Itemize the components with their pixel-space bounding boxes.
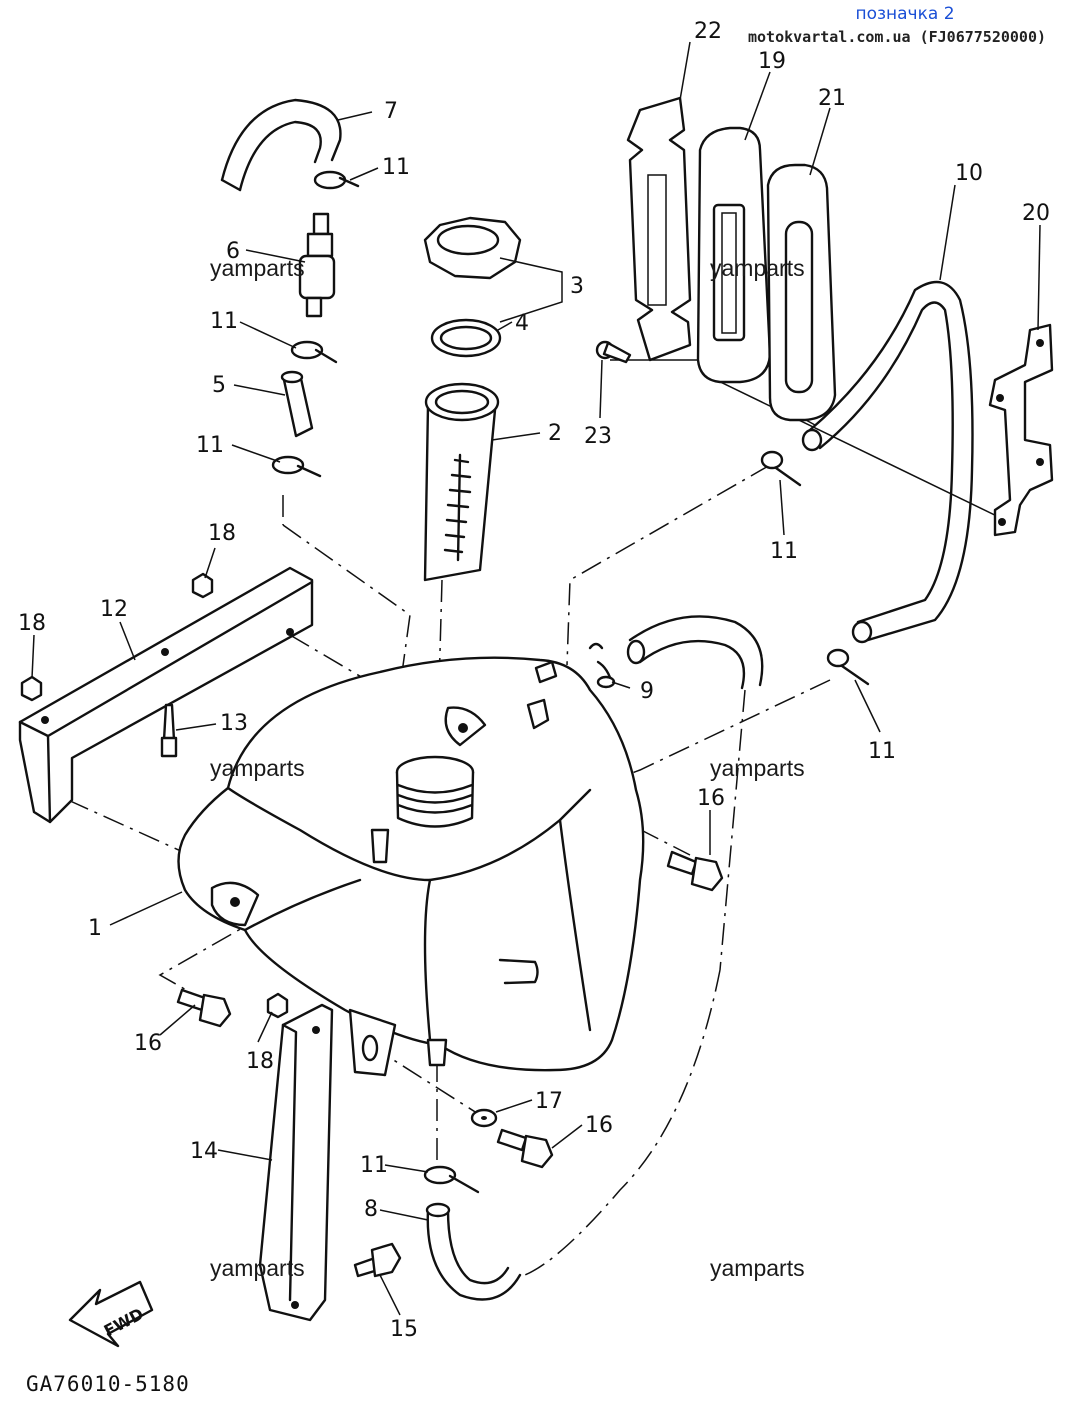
callout-12: 12 (100, 597, 128, 622)
callout-8: 8 (364, 1197, 378, 1222)
callout-18-left: 18 (18, 611, 46, 636)
callout-16-right: 16 (697, 786, 725, 811)
fwd-arrow: FWD (68, 1280, 154, 1348)
plate-gasket-22 (626, 96, 692, 362)
callout-6: 6 (226, 239, 240, 264)
callout-13: 13 (220, 711, 248, 736)
filler-neck (423, 382, 500, 582)
clamp-overflow (826, 648, 870, 686)
fuel-cap (423, 216, 522, 280)
callout-7: 7 (384, 99, 398, 124)
bolt-left (176, 988, 232, 1028)
bolt-bottom (496, 1128, 554, 1169)
callout-11-bottom: 11 (360, 1153, 388, 1178)
pipe-short (280, 370, 314, 438)
watermark-6: yamparts (710, 1255, 805, 1281)
watermark-1: yamparts (210, 255, 305, 281)
header-source: motokvartal.com.ua (FJ0677520000) (748, 28, 1047, 46)
clip-9 (588, 642, 616, 689)
watermark-4: yamparts (710, 755, 805, 781)
bracket-14 (258, 1003, 334, 1322)
bolts-16 (176, 850, 724, 1169)
watermark-3: yamparts (210, 755, 305, 781)
callout-numbers: 1 2 3 4 5 6 7 8 9 10 11 11 11 11 11 11 1… (18, 19, 1050, 1342)
bolt-right (666, 850, 724, 892)
callout-20: 20 (1022, 201, 1050, 226)
callout-5: 5 (212, 373, 226, 398)
clamps (271, 170, 870, 1194)
callout-11-overflow: 11 (868, 739, 896, 764)
hose-right (626, 615, 764, 690)
hose-top (220, 98, 342, 192)
bracket-20 (988, 323, 1054, 537)
callout-16-left: 16 (134, 1031, 162, 1056)
clamp-top (313, 170, 360, 190)
callout-18-bottom: 18 (246, 1049, 274, 1074)
callout-16-bottom: 16 (585, 1113, 613, 1138)
clamp-upper-mid (290, 340, 338, 364)
callout-21: 21 (818, 86, 846, 111)
fuel-tank (177, 656, 645, 1077)
callout-11-top: 11 (382, 155, 410, 180)
clamp-bottom (423, 1165, 480, 1194)
gasket-ring (430, 318, 502, 358)
fuel-cock (298, 212, 336, 318)
callout-23: 23 (584, 424, 612, 449)
clamp-lower-mid (271, 455, 322, 478)
callout-9: 9 (640, 679, 654, 704)
screw-23 (595, 340, 632, 364)
stud-13 (160, 703, 178, 758)
callout-11-pipe: 11 (196, 433, 224, 458)
callout-2: 2 (548, 421, 562, 446)
bracket-12 (18, 566, 314, 824)
callout-17: 17 (535, 1089, 563, 1114)
callout-3: 3 (570, 274, 584, 299)
callout-11-vent: 11 (770, 539, 798, 564)
nuts-18 (20, 572, 289, 1019)
callout-11-fuel-cock: 11 (210, 309, 238, 334)
hose-bottom (425, 1202, 522, 1301)
watermark-2: yamparts (710, 255, 805, 281)
callout-1: 1 (88, 916, 102, 941)
clamp-vent (760, 450, 802, 487)
callout-22: 22 (694, 19, 722, 44)
callout-15: 15 (390, 1317, 418, 1342)
plate-21 (766, 163, 837, 422)
bolt-15 (353, 1242, 402, 1278)
callout-pointers (31, 41, 1041, 1316)
callout-10: 10 (955, 161, 983, 186)
callout-19: 19 (758, 49, 786, 74)
header-title: позначка 2 (855, 4, 955, 24)
diagram-code: GA76010-5180 (26, 1372, 190, 1396)
callout-14: 14 (190, 1139, 218, 1164)
vent-hose-long (801, 280, 974, 644)
callout-4: 4 (515, 311, 529, 336)
washer-17 (470, 1108, 498, 1128)
callout-18-top: 18 (208, 521, 236, 546)
watermark-5: yamparts (210, 1255, 305, 1281)
watermarks: yamparts yamparts yamparts yamparts yamp… (210, 255, 805, 1281)
